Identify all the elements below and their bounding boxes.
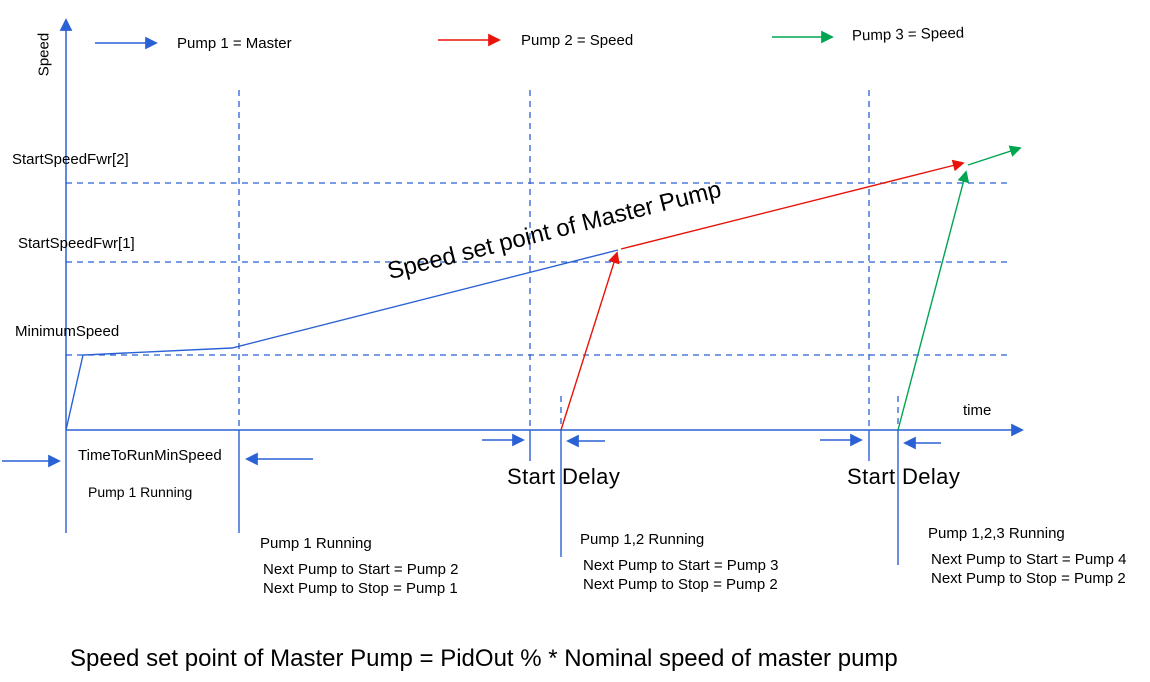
status-block-2-next-stop: Next Pump to Stop = Pump 2	[583, 576, 778, 593]
status-block-1-title: Pump 1 Running	[260, 535, 372, 552]
master-pump-speed-curve	[65, 249, 619, 431]
status-block-2: Pump 1,2 Running Next Pump to Start = Pu…	[580, 531, 779, 594]
status-block-1: Pump 1 Running Next Pump to Start = Pump…	[260, 535, 459, 598]
time-to-run-label: TimeToRunMinSpeed	[78, 447, 222, 464]
start-delay-label-2: Start Delay	[847, 464, 961, 489]
status-block-1-next-start: Next Pump to Start = Pump 2	[263, 561, 459, 578]
status-block-2-title: Pump 1,2 Running	[580, 531, 705, 548]
status-block-2-next-start: Next Pump to Start = Pump 3	[583, 557, 779, 574]
status-block-3-next-start: Next Pump to Start = Pump 4	[931, 551, 1127, 568]
legend-label-pump3: Pump 3 = Speed	[851, 24, 965, 45]
pump1-running-label: Pump 1 Running	[88, 484, 193, 500]
setpoint-formula: Speed set point of Master Pump = PidOut …	[70, 645, 898, 672]
status-block-1-next-stop: Next Pump to Stop = Pump 1	[263, 580, 458, 597]
legend-label-pump1: Pump 1 = Master	[177, 35, 292, 52]
mark-startspeedfwr1: StartSpeedFwr[1]	[18, 235, 135, 252]
mark-startspeedfwr2: StartSpeedFwr[2]	[12, 151, 129, 168]
status-block-3: Pump 1,2,3 Running Next Pump to Start = …	[928, 525, 1127, 588]
setpoint-line-red-segment	[620, 159, 965, 250]
legend-label-pump2: Pump 2 = Speed	[521, 32, 634, 49]
y-axis-label: Speed	[35, 32, 53, 77]
x-axis-label: time	[963, 402, 992, 419]
status-block-3-next-stop: Next Pump to Stop = Pump 2	[931, 570, 1126, 587]
status-block-3-title: Pump 1,2,3 Running	[928, 525, 1065, 542]
pump3-ramp-line	[897, 170, 970, 431]
mark-minimumspeed: MinimumSpeed	[15, 323, 120, 340]
start-delay-label-1: Start Delay	[507, 464, 621, 489]
setpoint-line-green-segment	[967, 145, 1022, 166]
pump2-ramp-line	[560, 251, 620, 431]
